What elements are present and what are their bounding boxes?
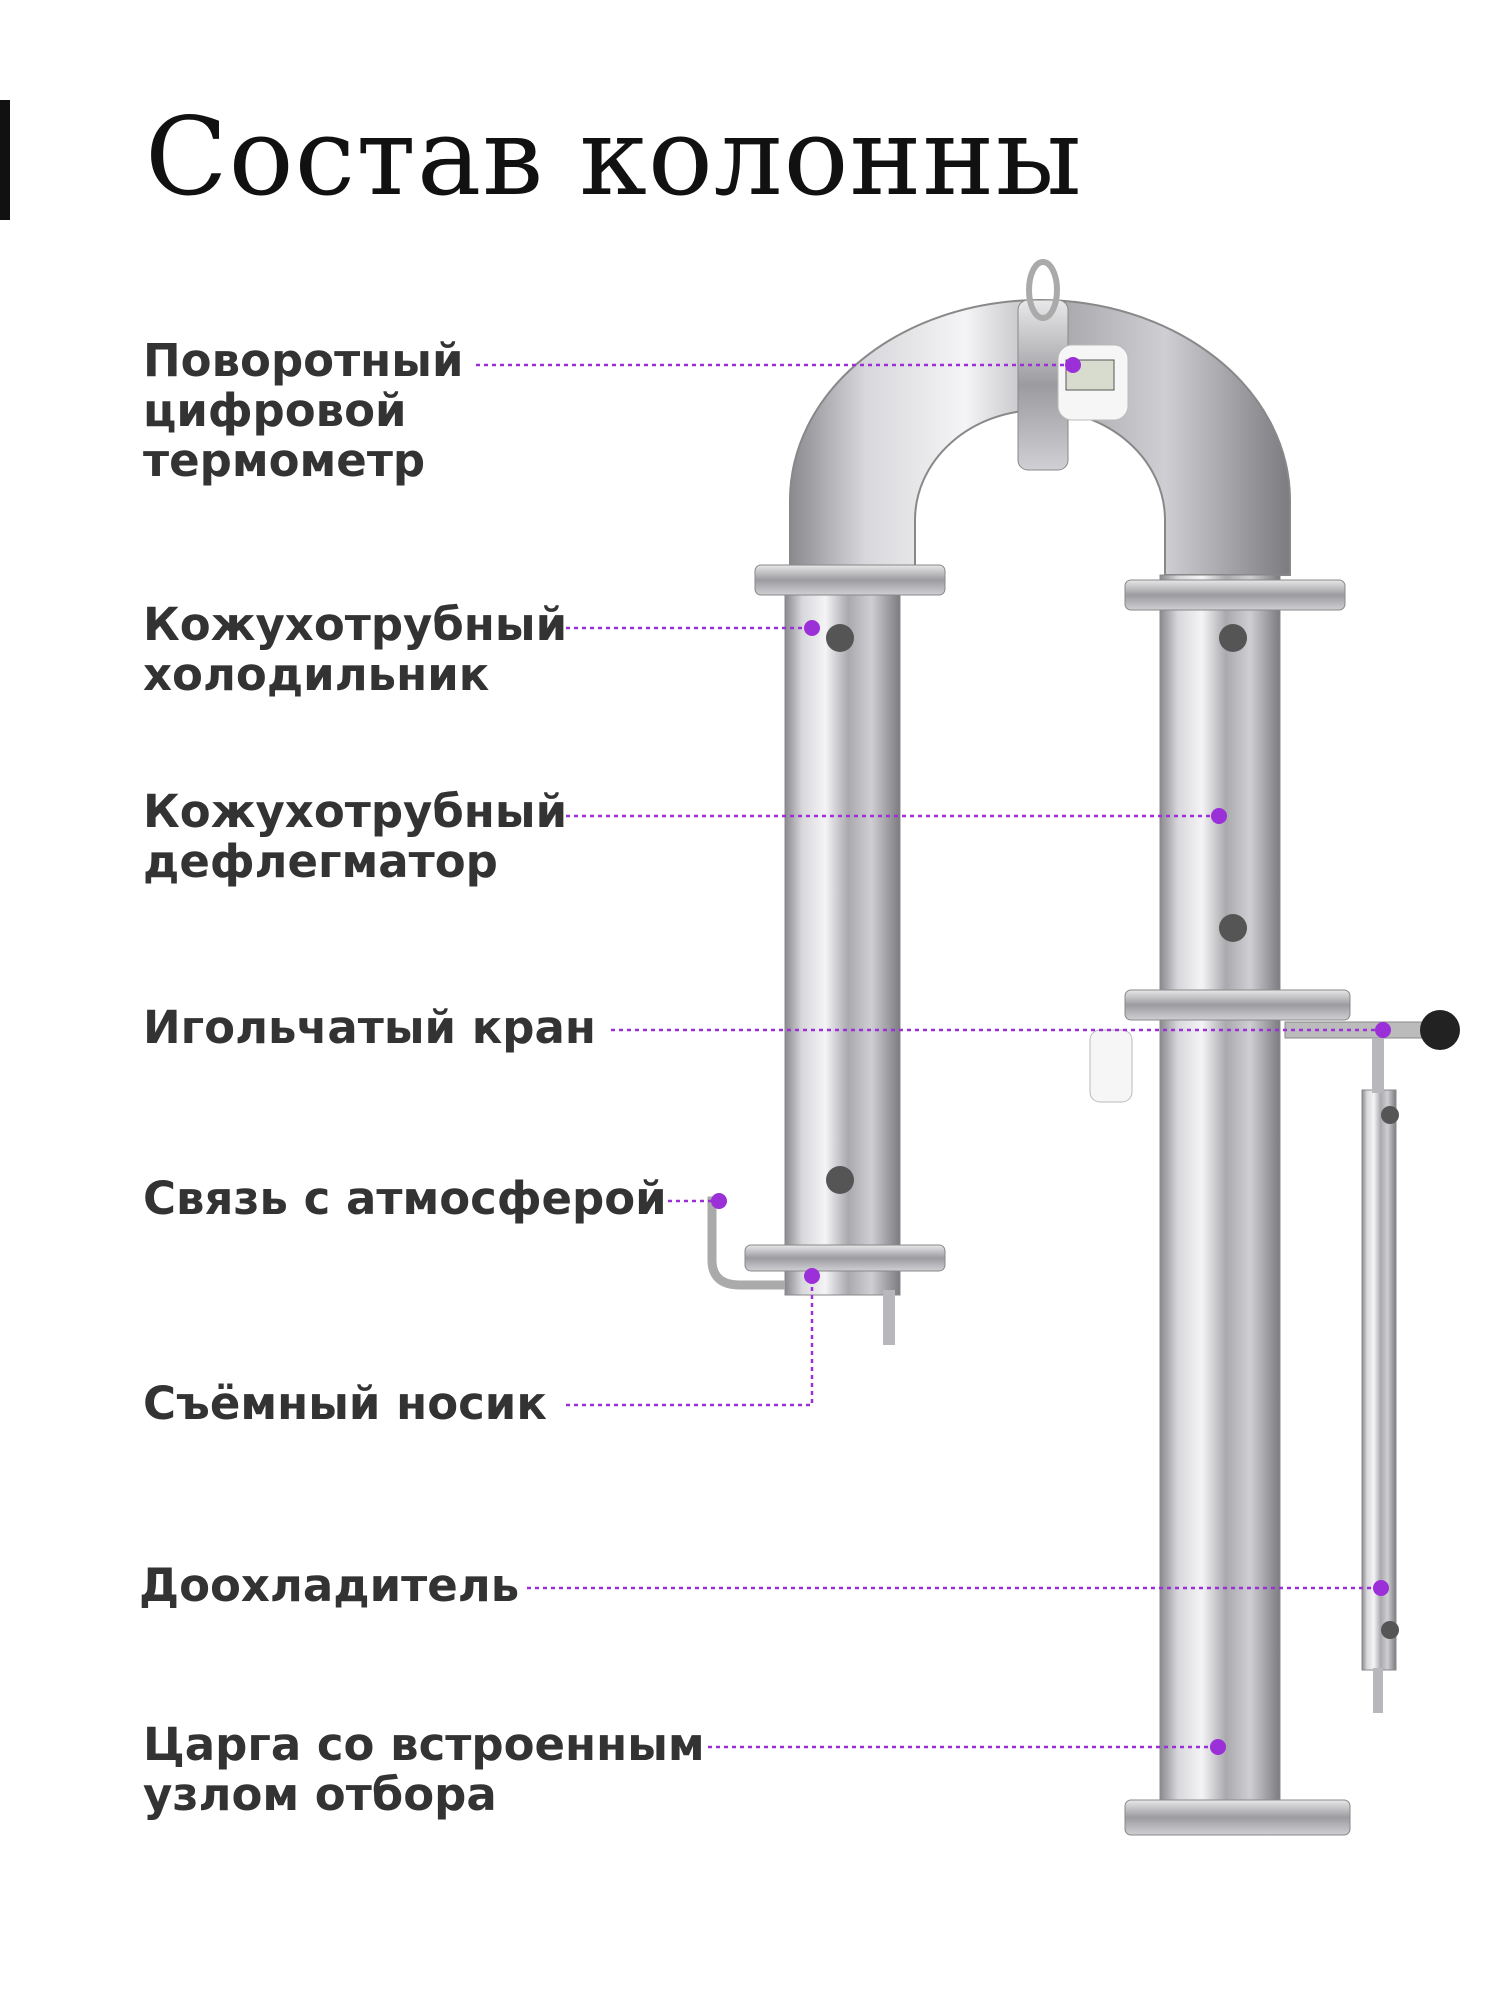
label-line: Кожухотрубный	[143, 598, 568, 651]
label-needle-valve: Игольчатый кран	[143, 1003, 596, 1053]
label-line: Съёмный носик	[143, 1377, 547, 1430]
removable-spout	[883, 1290, 895, 1345]
label-line: Связь с атмосферой	[143, 1172, 667, 1225]
label-aftercooler: Доохладитель	[139, 1561, 519, 1611]
label-line: Доохладитель	[139, 1559, 520, 1612]
page-title: Состав колонны	[145, 95, 1083, 220]
label-rotary-thermometer: Поворотный цифровой термометр	[143, 336, 464, 486]
label-line: Поворотный	[143, 334, 464, 387]
label-shell-condenser: Кожухотрубный холодильник	[143, 600, 567, 700]
label-line: Игольчатый кран	[143, 1001, 596, 1054]
label-line: холодильник	[143, 648, 490, 701]
callout-dots	[711, 357, 1391, 1755]
atmosphere-tube	[707, 1196, 785, 1290]
label-line: цифровой	[143, 384, 407, 437]
label-line: Кожухотрубный	[143, 785, 568, 838]
dephlegmator-tube	[1159, 574, 1281, 1836]
label-line: узлом отбора	[143, 1768, 497, 1821]
label-dephlegmator: Кожухотрубный дефлегматор	[143, 787, 567, 887]
label-line: термометр	[143, 434, 426, 487]
label-removable-spout: Съёмный носик	[143, 1379, 547, 1429]
label-column-section: Царга со встроенным узлом отбора	[143, 1720, 705, 1820]
u-bend-pipe	[789, 299, 1291, 576]
label-atmosphere-link: Связь с атмосферой	[143, 1174, 667, 1224]
callout-lines	[476, 363, 1383, 1749]
accent-bar	[0, 100, 10, 220]
thermometer-side	[1089, 1029, 1133, 1103]
label-line: дефлегматор	[143, 835, 498, 888]
label-line: Царга со встроенным	[143, 1718, 705, 1771]
